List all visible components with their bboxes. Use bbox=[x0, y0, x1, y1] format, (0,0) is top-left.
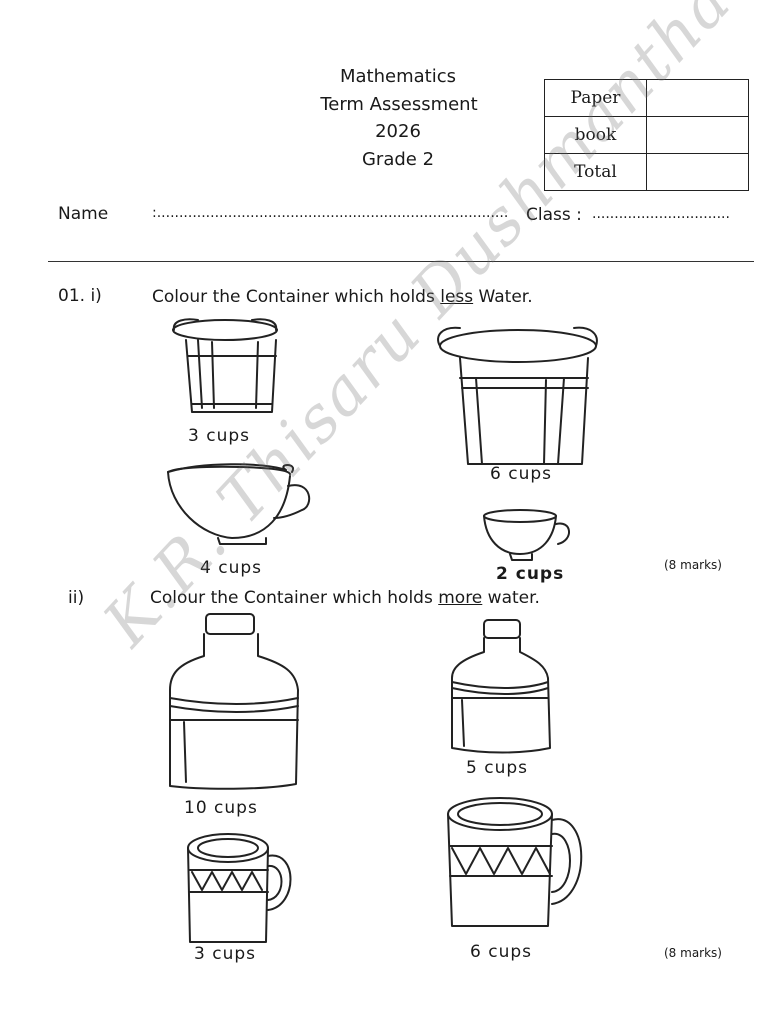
q1-item1-label: 3 cups bbox=[188, 426, 250, 446]
name-field[interactable]: :.......................................… bbox=[152, 205, 509, 221]
bucket-small-icon[interactable] bbox=[168, 312, 288, 422]
divider bbox=[48, 261, 754, 262]
q1-number: 01. i) bbox=[58, 286, 102, 306]
bucket-large-icon[interactable] bbox=[434, 318, 600, 468]
score-label-paper: Paper bbox=[544, 79, 647, 117]
q1-prompt: Colour the Container which holds less Wa… bbox=[152, 287, 533, 307]
score-cell-total[interactable] bbox=[646, 153, 749, 191]
q2-marks: (8 marks) bbox=[664, 946, 722, 960]
q1-prompt-end: Water. bbox=[473, 287, 533, 307]
score-cell-paper[interactable] bbox=[646, 79, 749, 117]
exam-year: 2026 bbox=[375, 121, 421, 142]
q2-item2-label: 5 cups bbox=[466, 758, 528, 778]
grade-title: Grade 2 bbox=[361, 149, 435, 170]
q2-item3-label: 3 cups bbox=[194, 944, 256, 964]
score-row-paper: Paper bbox=[544, 79, 749, 117]
q2-prompt: Colour the Container which holds more wa… bbox=[150, 588, 540, 608]
q1-item2-label: 6 cups bbox=[490, 464, 552, 484]
bottle-large-icon[interactable] bbox=[164, 610, 304, 800]
q2-number: ii) bbox=[68, 588, 85, 608]
q2-item1-label: 10 cups bbox=[184, 798, 258, 818]
exam-title: Term Assessment bbox=[320, 94, 478, 115]
q1-marks: (8 marks) bbox=[664, 558, 722, 572]
q1-item3-label: 4 cups bbox=[200, 558, 262, 578]
q2-item4-label: 6 cups bbox=[470, 942, 532, 962]
class-field[interactable]: ............................... bbox=[592, 206, 730, 222]
cup-small-icon[interactable] bbox=[480, 506, 576, 564]
mug-small-icon[interactable] bbox=[180, 830, 300, 948]
mug-large-icon[interactable] bbox=[442, 794, 590, 932]
q1-prompt-text: Colour the Container which holds bbox=[152, 287, 441, 307]
q2-prompt-end: water. bbox=[482, 588, 540, 608]
score-label-total: Total bbox=[544, 153, 647, 191]
score-row-total: Total bbox=[544, 153, 749, 191]
q1-item4-label: 2 cups bbox=[496, 564, 565, 584]
class-label: Class : bbox=[526, 205, 582, 225]
q2-prompt-text: Colour the Container which holds bbox=[150, 588, 439, 608]
bottle-small-icon[interactable] bbox=[444, 616, 556, 758]
q1-prompt-keyword: less bbox=[440, 287, 474, 307]
score-table: Paper book Total bbox=[544, 79, 749, 191]
score-cell-book[interactable] bbox=[646, 116, 749, 154]
name-label: Name bbox=[58, 204, 109, 224]
bowl-cup-large-icon[interactable] bbox=[162, 458, 322, 552]
subject-title: Mathematics bbox=[340, 66, 456, 87]
q2-prompt-keyword: more bbox=[438, 588, 483, 608]
